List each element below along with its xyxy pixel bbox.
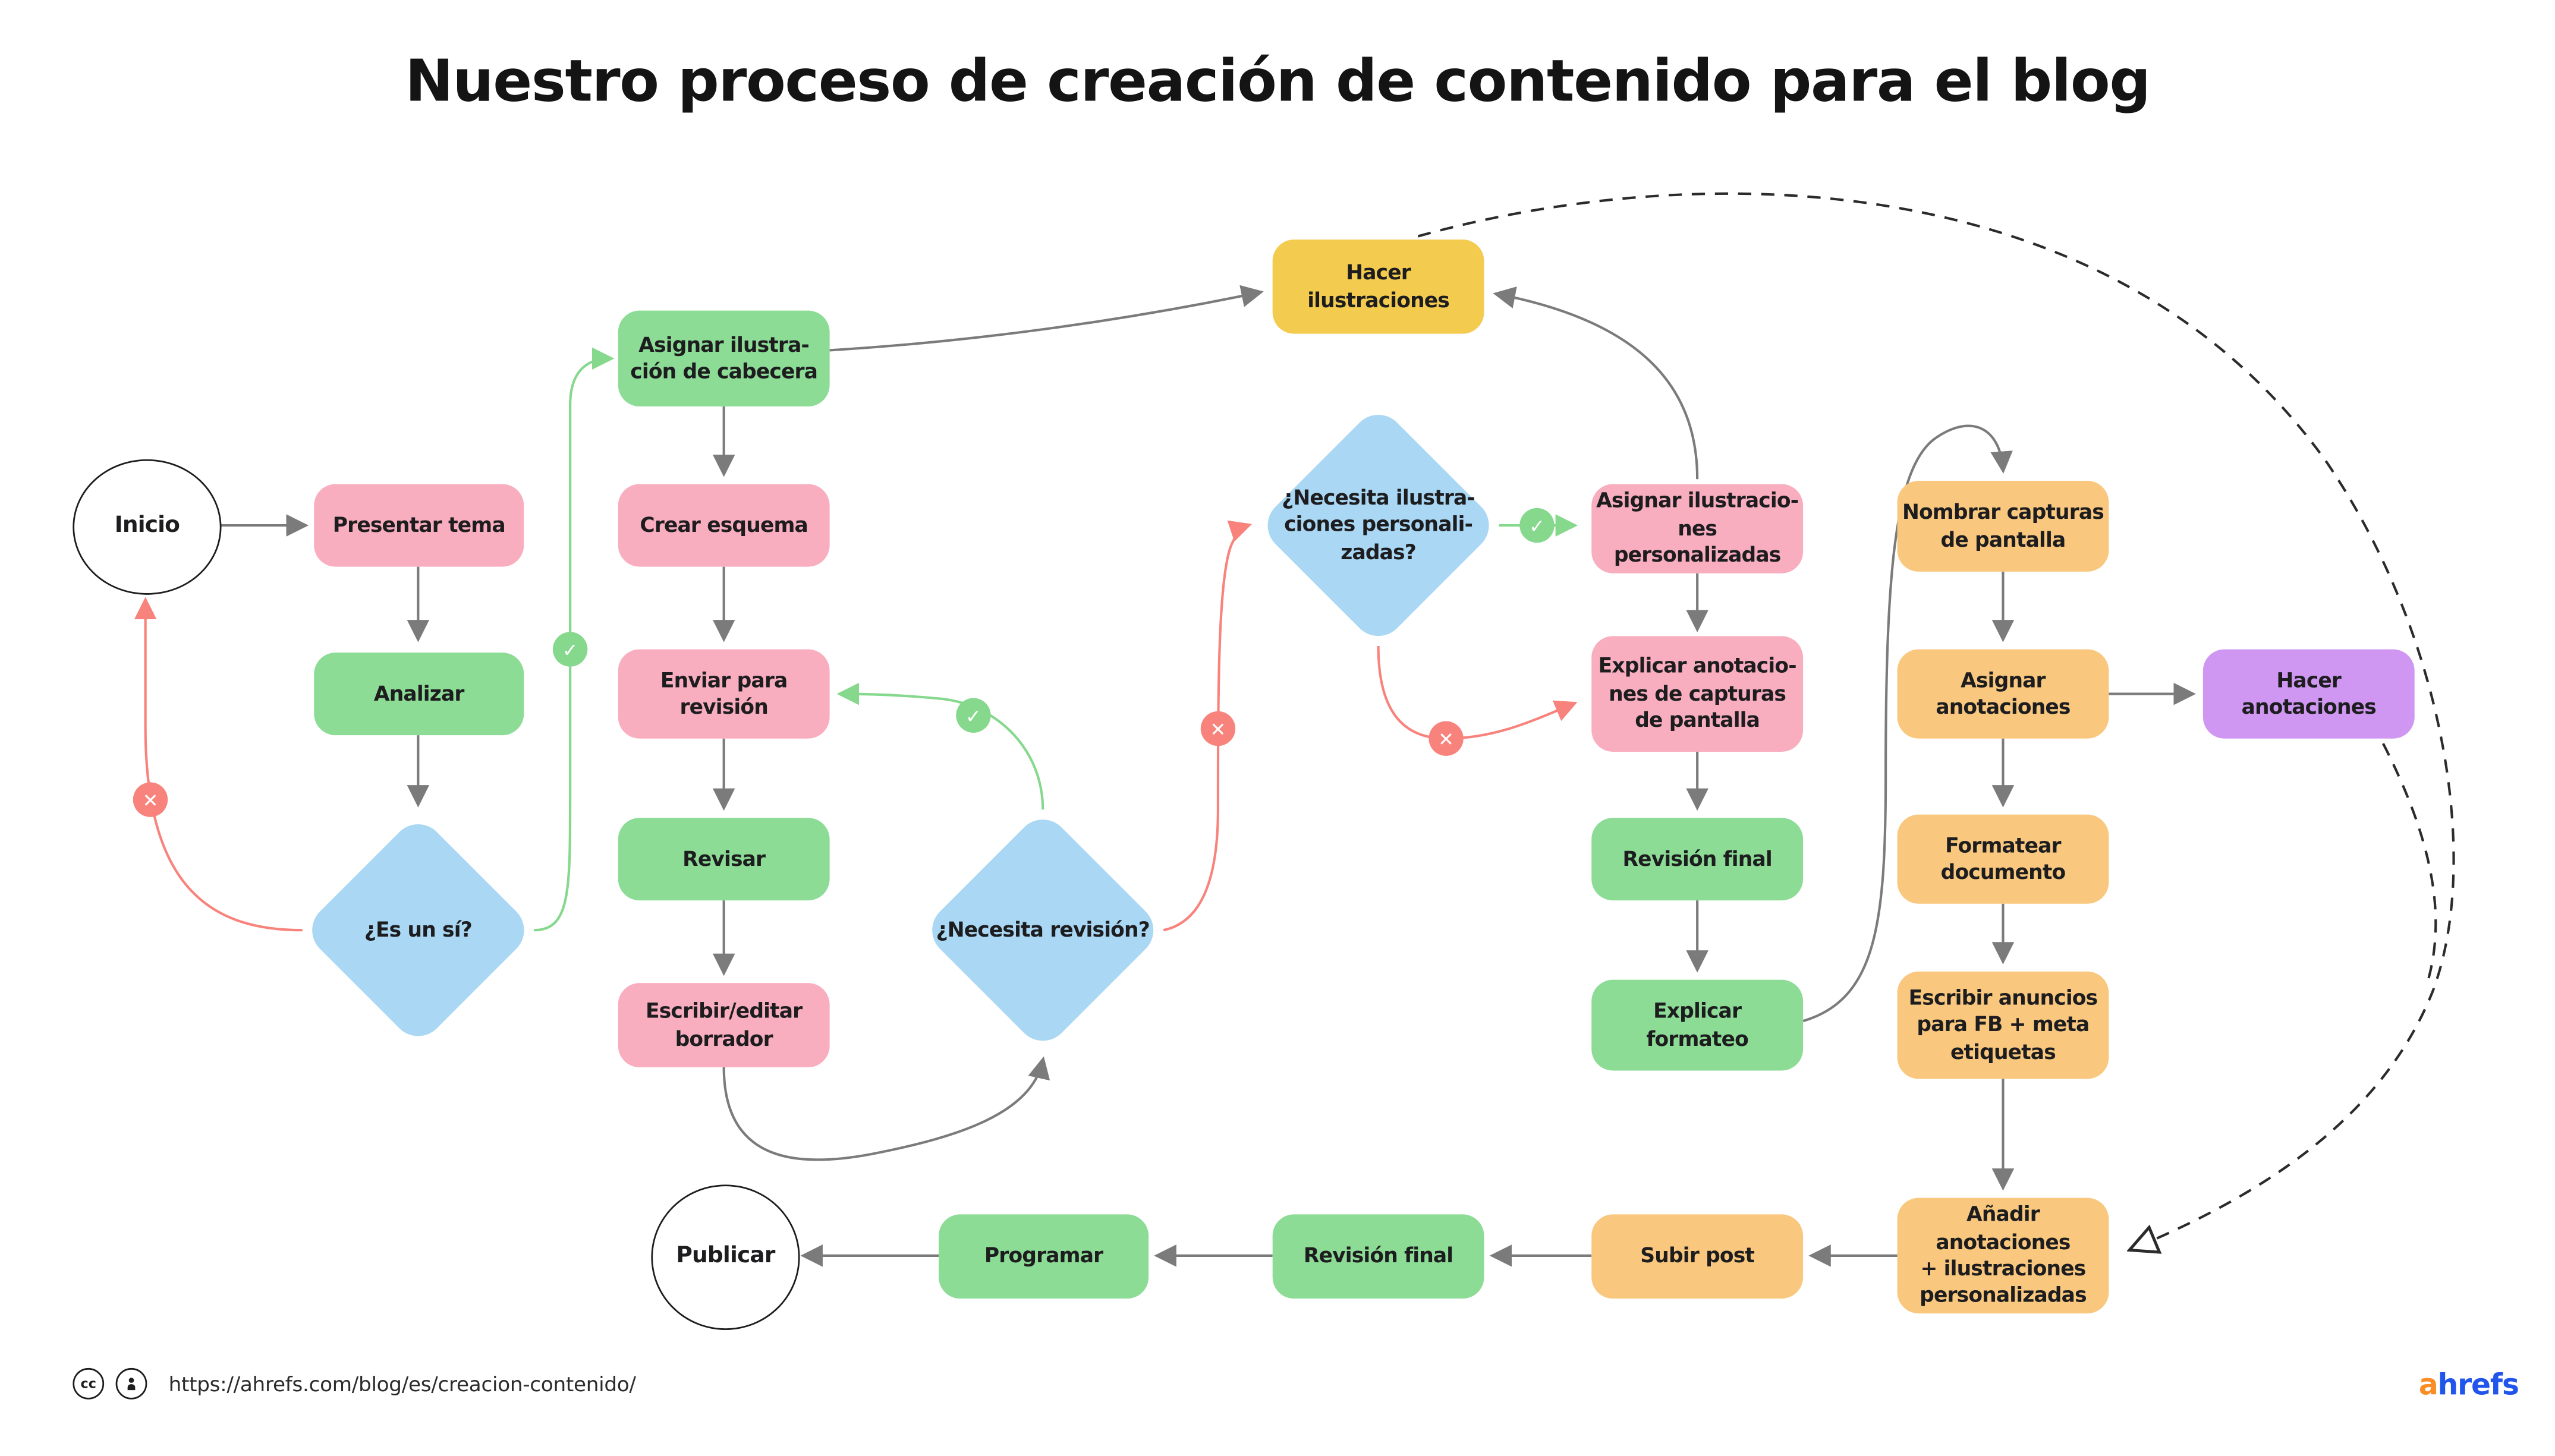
edge-dashed-hacerilustr-anadir	[1417, 192, 2455, 1249]
node-explicar-anotaciones: Explicar anotacio- nes de capturas de pa…	[1591, 636, 1804, 752]
node-programar: Programar	[939, 1214, 1149, 1299]
edge-essi-no-inicio	[134, 597, 303, 932]
no-cross-icon: ✕	[1428, 721, 1464, 756]
node-label: Programar	[984, 1243, 1103, 1268]
node-nombrar-capturas: Nombrar capturas de pantalla	[1897, 481, 2109, 572]
edge-necrev-yes-enviar	[836, 682, 1044, 810]
node-label: Asignar ilustracio- nes personalizadas	[1596, 488, 1799, 568]
node-asignar-personalizadas: Asignar ilustracio- nes personalizadas	[1591, 484, 1804, 573]
node-asignar-cabecera: Asignar ilustra- ción de cabecera	[618, 310, 830, 406]
node-label: Analizar	[373, 680, 465, 705]
node-label: Escribir/editar borrador	[646, 998, 803, 1050]
no-cross-icon: ✕	[1200, 711, 1236, 746]
node-anadir-anotaciones: Añadir anotaciones + ilustraciones perso…	[1897, 1197, 2109, 1314]
node-hacer-anotaciones: Hacer anotaciones	[2202, 649, 2415, 739]
logo-hrefs: hrefs	[2437, 1369, 2519, 1403]
edge-asignarpers-hacerilustr	[1493, 286, 1699, 480]
node-enviar-revision: Enviar para revisión	[618, 649, 830, 739]
node-label: Revisar	[682, 845, 766, 871]
no-cross-icon: ✕	[133, 782, 168, 817]
node-label: Añadir anotaciones + ilustraciones perso…	[1920, 1201, 2087, 1308]
node-necesita-ilustraciones: ¿Necesita ilustra- ciones personali- zad…	[1254, 402, 1502, 650]
cc-license-icon: cc	[73, 1367, 105, 1400]
node-label: Publicar	[676, 1242, 775, 1269]
node-presentar-tema: Presentar tema	[314, 484, 524, 567]
node-label: Asignar ilustra- ción de cabecera	[630, 331, 818, 383]
node-analizar: Analizar	[314, 653, 524, 736]
node-revision-final-2: Revisión final	[1272, 1214, 1484, 1299]
ahrefs-logo: ahrefs	[2419, 1370, 2519, 1403]
node-inicio: Inicio	[73, 459, 222, 595]
node-revisar: Revisar	[618, 818, 830, 901]
yes-check-icon: ✓	[1519, 508, 1555, 543]
source-url: https://ahrefs.com/blog/es/creacion-cont…	[168, 1372, 636, 1395]
node-label: ¿Necesita revisión?	[936, 916, 1150, 942]
edge-necil-no-explicaranot	[1377, 646, 1578, 740]
edge-borrador-necrev	[722, 1056, 1050, 1161]
node-label: Asignar anotaciones	[1936, 667, 2071, 719]
node-label: Revisión final	[1303, 1243, 1453, 1268]
node-escribir-anuncios: Escribir anuncios para FB + meta etiquet…	[1897, 971, 2109, 1079]
node-label: Enviar para revisión	[660, 667, 788, 719]
node-formatear-documento: Formatear documento	[1897, 814, 2109, 904]
node-label: Explicar formateo	[1646, 998, 1748, 1050]
yes-check-icon: ✓	[956, 698, 991, 733]
edge-explicarform-nombrar	[1802, 424, 2013, 1023]
node-explicar-formateo: Explicar formateo	[1591, 979, 1804, 1071]
node-label: Subir post	[1640, 1243, 1755, 1268]
footer: cc https://ahrefs.com/blog/es/creacion-c…	[73, 1367, 636, 1400]
node-subir-post: Subir post	[1591, 1214, 1804, 1299]
node-label: ¿Necesita ilustra- ciones personali- zad…	[1282, 484, 1475, 564]
node-es-un-si: ¿Es un sí?	[301, 813, 535, 1047]
logo-a: a	[2418, 1369, 2438, 1403]
node-label: Nombrar capturas de pantalla	[1902, 499, 2104, 551]
node-label: Explicar anotacio- nes de capturas de pa…	[1598, 653, 1797, 733]
node-revision-final: Revisión final	[1591, 818, 1804, 901]
node-label: ¿Es un sí?	[364, 916, 473, 942]
edge-essi-yes-cabecera	[533, 347, 615, 932]
node-label: Presentar tema	[332, 512, 506, 537]
edge-dashed-haceranot-anadir	[2382, 743, 2437, 982]
node-publicar: Publicar	[651, 1184, 800, 1330]
node-escribir-borrador: Escribir/editar borrador	[618, 983, 830, 1067]
node-label: Crear esquema	[640, 512, 808, 537]
yes-check-icon: ✓	[552, 632, 588, 667]
node-label: Hacer anotaciones	[2241, 667, 2377, 719]
node-crear-esquema: Crear esquema	[618, 484, 830, 567]
node-asignar-anotaciones: Asignar anotaciones	[1897, 649, 2109, 739]
node-label: Inicio	[114, 512, 180, 539]
person-glyph	[127, 1378, 136, 1391]
attribution-person-icon	[115, 1367, 147, 1400]
node-label: Hacer ilustraciones	[1307, 259, 1450, 312]
node-necesita-revision: ¿Necesita revisión?	[919, 806, 1167, 1054]
node-label: Formatear documento	[1940, 832, 2066, 884]
node-label: Revisión final	[1622, 845, 1772, 871]
edge-necrev-no-necil	[1163, 520, 1253, 932]
page-title: Nuestro proceso de creación de contenido…	[405, 49, 2151, 116]
edge-cabecera-hacerilustr	[829, 285, 1264, 352]
node-hacer-ilustraciones: Hacer ilustraciones	[1272, 239, 1484, 334]
node-label: Escribir anuncios para FB + meta etiquet…	[1908, 984, 2098, 1064]
